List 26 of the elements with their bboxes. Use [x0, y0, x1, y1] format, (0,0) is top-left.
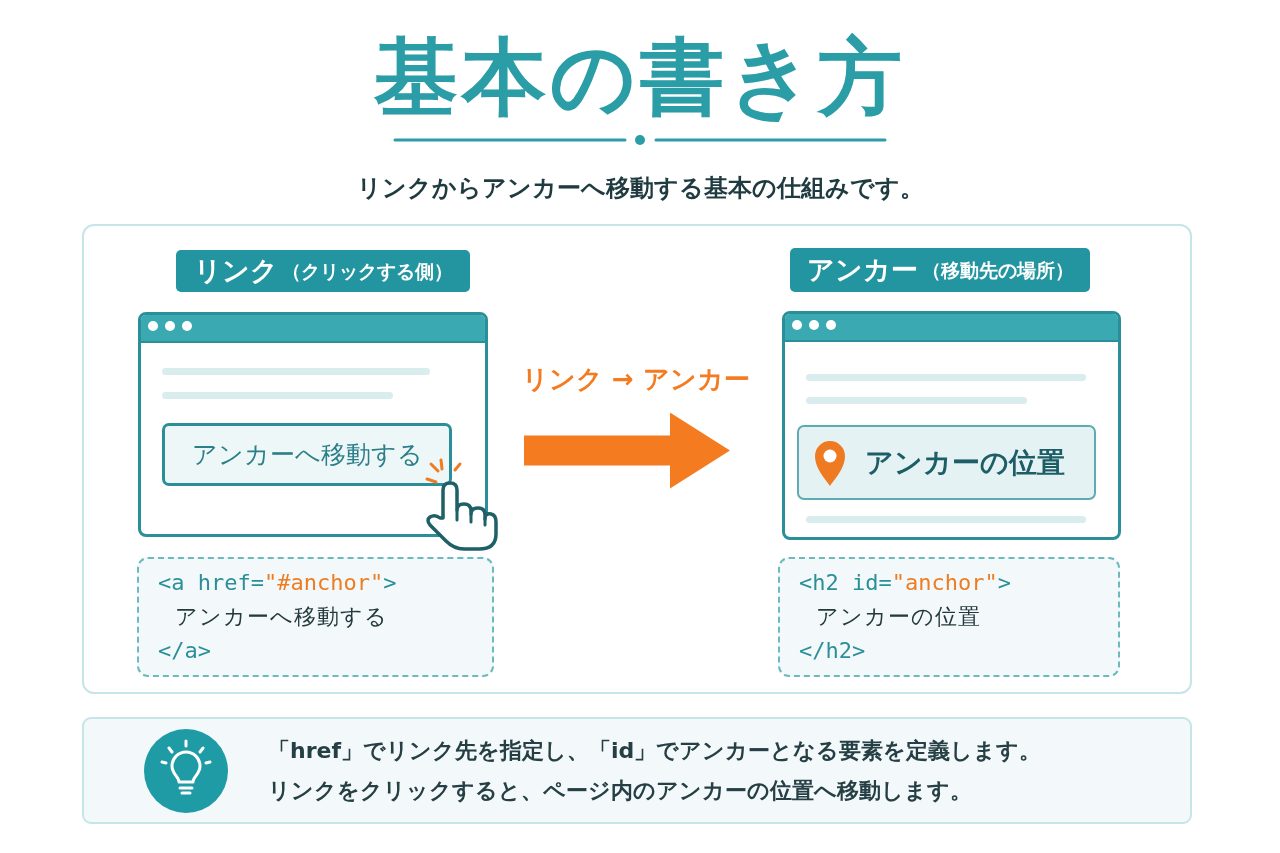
- section-header: [176, 250, 470, 292]
- code-line: <h2 id="anchor">: [799, 569, 1011, 597]
- header-note: （移動先の場所）: [921, 258, 1074, 283]
- anchor-heading-box: [797, 425, 1096, 500]
- header-title: アンカー: [806, 253, 918, 287]
- code-line: </h2>: [799, 637, 866, 665]
- tip-text: リンクをクリックすると、ページ内のアンカーの位置へ移動します。: [268, 776, 972, 805]
- header-title: リンク: [193, 254, 278, 288]
- code-line: アンカーへ移動する: [175, 603, 388, 631]
- link-button: アンカーへ移動する: [162, 423, 452, 486]
- section-header: [790, 248, 1090, 292]
- header-note: （クリックする側）: [281, 259, 453, 284]
- tip-text: 「href」でリンク先を指定し、「id」でアンカーとなる要素を定義します。: [268, 736, 1042, 765]
- content-panel: [82, 224, 1192, 694]
- anchor-heading: アンカーの位置: [865, 444, 1065, 481]
- arrow: [524, 412, 730, 489]
- subtitle: リンクからアンカーへ移動する基本の仕組みです。: [356, 173, 924, 204]
- browser-window: [782, 311, 1121, 540]
- code-box: [137, 557, 494, 677]
- tip-box: [82, 717, 1192, 824]
- code-line: アンカーの位置: [816, 603, 981, 631]
- code-line: </a>: [158, 637, 211, 665]
- code-box: [778, 557, 1120, 677]
- title: 基本の書き方: [374, 27, 906, 127]
- code-line: <a href="#anchor">: [158, 569, 397, 597]
- browser-window: [138, 312, 488, 537]
